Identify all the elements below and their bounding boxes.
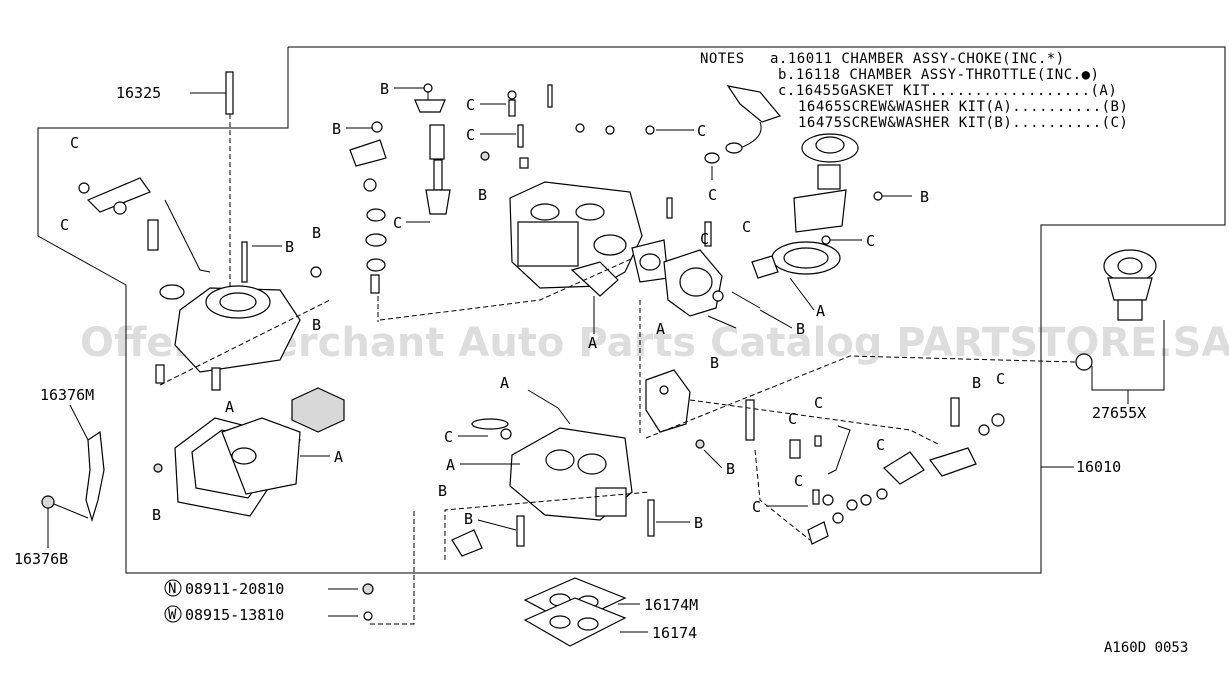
callout-c-4: C [466, 96, 475, 114]
callout-c-15: C [752, 498, 761, 516]
part-16010-label: 16010 [1076, 458, 1121, 476]
note-line-e: 16475SCREW&WASHER KIT(B)..........(C) [798, 115, 1128, 131]
callout-b-15: B [972, 374, 981, 392]
washer-08915 [363, 611, 373, 621]
assembly-frame [37, 46, 1226, 574]
callout-b-10: B [710, 354, 719, 372]
callout-b-12: B [464, 510, 473, 528]
callout-c-3: C [393, 214, 402, 232]
n-symbol: N [168, 581, 176, 597]
w-symbol-circle [164, 605, 182, 623]
bracket-16376M [85, 430, 105, 523]
throttle-lever [883, 451, 925, 485]
w-symbol: W [168, 607, 177, 623]
callout-c-7: C [708, 186, 717, 204]
part-27655X-label: 27655X [1092, 404, 1146, 422]
callout-c-11: C [444, 428, 453, 446]
callout-c-13: C [814, 394, 823, 412]
choke-chamber-body [793, 189, 847, 233]
callout-c-17: C [996, 370, 1005, 388]
callout-b-11: B [438, 482, 447, 500]
callout-c-9: C [742, 218, 751, 236]
callout-c-14: C [794, 472, 803, 490]
choke-link-plate [86, 177, 151, 213]
part-16376B-label: 16376B [14, 550, 68, 568]
part-08911-label: 08911-20810 [185, 580, 284, 598]
callout-b-8: B [920, 188, 929, 206]
callout-c-8: C [700, 230, 709, 248]
callout-c-6: C [697, 122, 706, 140]
callout-a-3: A [588, 334, 597, 352]
callout-a-2: A [334, 448, 343, 466]
choke-spring [147, 219, 159, 251]
note-line-b: b.16118 CHAMBER ASSY-THROTTLE(INC.●) [778, 67, 1099, 83]
callout-a-5: A [816, 302, 825, 320]
callout-b-9: B [796, 320, 805, 338]
choke-pipe [726, 85, 782, 123]
callout-b-14: B [726, 460, 735, 478]
accelerator-pump-boot [429, 124, 445, 160]
callout-a-4: A [656, 320, 665, 338]
callout-b-1: B [285, 238, 294, 256]
note-line-a: a.16011 CHAMBER ASSY-CHOKE(INC.*) [770, 51, 1065, 67]
callout-b-3: B [312, 316, 321, 334]
callout-c-10: C [866, 232, 875, 250]
dashpot-nut [1075, 353, 1093, 371]
callout-c-16: C [876, 436, 885, 454]
callout-c-1: C [70, 134, 79, 152]
part-08915-label: 08915-13810 [185, 606, 284, 624]
part-16376M-label: 16376M [40, 386, 94, 404]
callout-b-5: B [380, 80, 389, 98]
nut-08911 [362, 583, 374, 595]
float [291, 387, 345, 433]
part-16325-label: 16325 [116, 84, 161, 102]
note-line-c: c.16455GASKET KIT..................(A) [778, 83, 1117, 99]
note-line-d: 16465SCREW&WASHER KIT(A)..........(B) [798, 99, 1128, 115]
part-16174M-label: 16174M [644, 596, 698, 614]
callout-b-7: B [478, 186, 487, 204]
callout-b-4: B [152, 506, 161, 524]
bolt-16376B [41, 495, 55, 509]
throttle-return-spring [745, 399, 755, 441]
callout-a-7: A [446, 456, 455, 474]
part-16174-label: 16174 [652, 624, 697, 642]
callout-c-5: C [466, 126, 475, 144]
callout-c-2: C [60, 216, 69, 234]
callout-a-6: A [500, 374, 509, 392]
callout-c-12: C [788, 410, 797, 428]
main-jet-screw [241, 241, 248, 283]
diagram-code: A160D 0053 [1104, 640, 1188, 656]
callout-b-2: B [312, 224, 321, 242]
callout-b-6: B [332, 120, 341, 138]
choke-rod-16325 [225, 71, 234, 115]
notes-heading: NOTES [700, 51, 745, 67]
float-chamber-cover [221, 417, 301, 495]
n-symbol-circle [164, 579, 182, 597]
callout-b-13: B [694, 514, 703, 532]
gasket-16174 [523, 597, 627, 647]
callout-a-1: A [225, 398, 234, 416]
choke-lever-bracket [645, 369, 691, 433]
